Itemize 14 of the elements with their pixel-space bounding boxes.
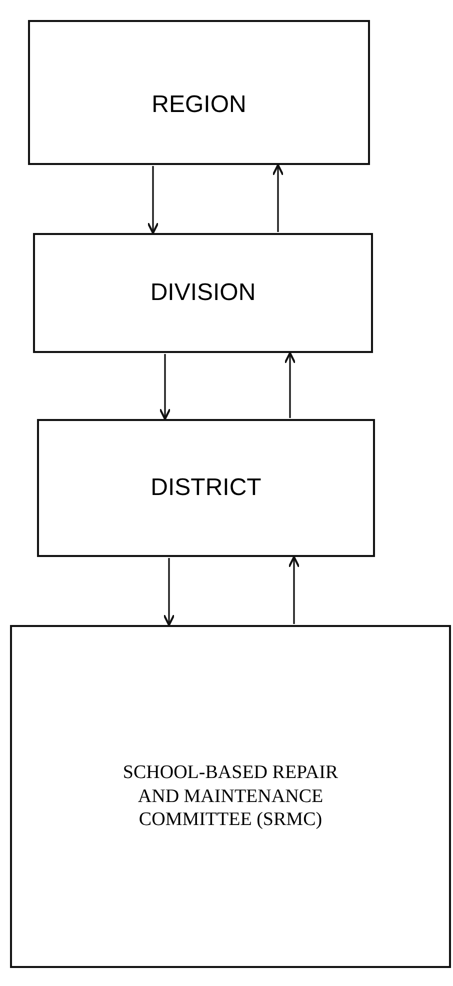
process-box — [10, 625, 451, 968]
box-label: SCHOOL-BASED REPAIR AND MAINTENANCE COMMITTEE (SRMC) — [122, 760, 340, 832]
arrow — [272, 164, 284, 232]
process-box — [28, 20, 370, 165]
arrow — [147, 166, 159, 234]
arrow — [288, 556, 300, 624]
box-label: DISTRICT — [150, 473, 262, 503]
arrow — [159, 354, 171, 420]
box-label: REGION — [152, 90, 246, 120]
arrow — [163, 558, 175, 626]
arrow — [284, 352, 296, 418]
process-box — [37, 419, 375, 557]
process-box — [33, 233, 373, 353]
box-label: DIVISION — [150, 278, 256, 308]
